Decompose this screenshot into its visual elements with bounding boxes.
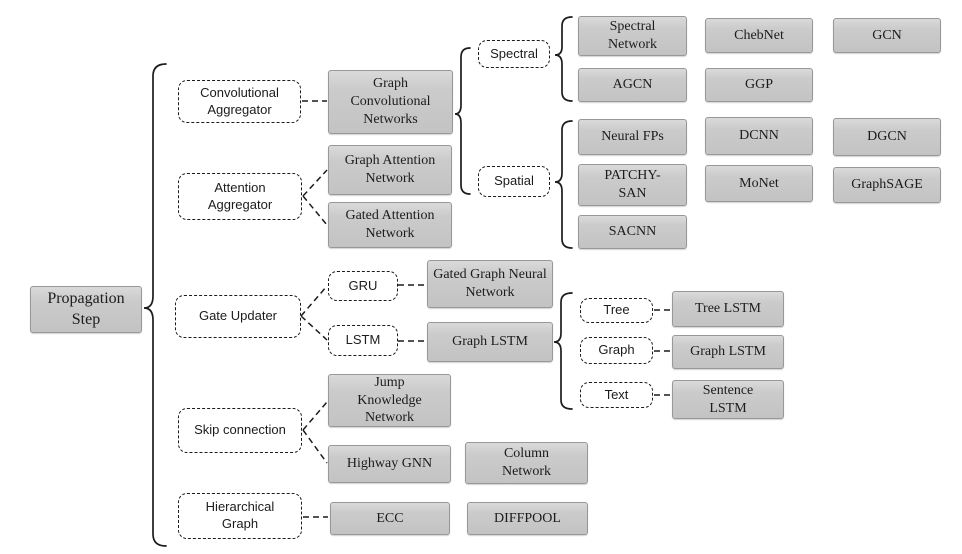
node-label: GraphSAGE [851, 177, 923, 193]
connector-gate-lstm [300, 315, 328, 341]
connector-attagg-gat [302, 169, 328, 197]
node-propagation-step: Propagation Step [30, 286, 142, 333]
node-label: AGCN [612, 77, 653, 93]
connector-gate-gru [300, 285, 328, 317]
model-dgcn: DGCN [833, 118, 941, 156]
category-tree: Tree [580, 298, 653, 323]
model-tree-lstm: Tree LSTM [672, 291, 784, 327]
node-label: Convolutional Aggregator [200, 84, 279, 117]
node-label: Gated Graph Neural Network [433, 267, 547, 300]
model-monet: MoNet [705, 165, 813, 202]
node-label: Tree [603, 302, 630, 318]
model-ggp: GGP [705, 68, 813, 102]
brace-propagation [143, 63, 167, 547]
node-label: Spectral Network [608, 19, 657, 52]
model-dcnn: DCNN [705, 117, 813, 155]
node-label: Highway GNN [346, 456, 433, 472]
model-gated-graph-neural-network: Gated Graph Neural Network [427, 260, 553, 308]
model-spectral-network: Spectral Network [578, 16, 687, 56]
node-label: DIFFPOOL [494, 510, 561, 526]
node-label: LSTM [345, 332, 381, 348]
category-spectral: Spectral [478, 40, 550, 68]
brace-spectral [554, 16, 573, 102]
node-label: Graph LSTM [690, 344, 766, 360]
brace-graph-lstm [553, 292, 573, 410]
brace-spatial [554, 120, 573, 249]
model-chebnet: ChebNet [705, 18, 813, 53]
model-agcn: AGCN [578, 68, 687, 102]
node-label: GRU [348, 277, 378, 293]
category-convolutional-aggregator: Convolutional Aggregator [178, 80, 301, 123]
model-gated-attention-network: Gated Attention Network [328, 202, 452, 248]
node-label: Neural FPs [601, 129, 664, 145]
model-graph-convolutional-networks: Graph Convolutional Networks [328, 70, 453, 134]
category-hierarchical-graph: Hierarchical Graph [178, 493, 302, 539]
connector-skip-highway [302, 429, 328, 464]
node-label: Gate Updater [198, 308, 278, 324]
node-label: Jump Knowledge Network [357, 374, 422, 426]
model-graph-attention-network: Graph Attention Network [328, 145, 452, 195]
node-label: Graph LSTM [452, 334, 528, 350]
model-highway-gnn: Highway GNN [328, 445, 451, 483]
node-label: Graph [598, 342, 635, 358]
category-spatial: Spatial [478, 166, 550, 197]
node-label: Propagation Step [47, 290, 125, 328]
node-label: Graph Attention Network [344, 153, 436, 186]
model-graph-lstm: Graph LSTM [427, 322, 553, 362]
category-attention-aggregator: Attention Aggregator [178, 173, 302, 220]
brace-gcn-family [454, 47, 471, 195]
node-label: Text [604, 386, 629, 402]
category-gru: GRU [328, 271, 398, 301]
model-column-network: Column Network [465, 442, 588, 484]
model-patchy-san: PATCHY-SAN [578, 164, 687, 206]
model-sentence-lstm: Sentence LSTM [672, 380, 784, 419]
node-label: Graph Convolutional Networks [350, 76, 431, 127]
node-label: Spectral [490, 45, 538, 61]
node-label: GCN [872, 27, 902, 43]
model-graph-lstm-variant: Graph LSTM [672, 335, 784, 369]
model-sacnn: SACNN [578, 215, 687, 249]
model-ecc: ECC [330, 502, 450, 535]
connector-skip-jkn [302, 401, 328, 431]
node-label: MoNet [739, 175, 779, 191]
model-graphsage: GraphSAGE [833, 167, 941, 203]
model-diffpool: DIFFPOOL [467, 502, 588, 535]
model-gcn: GCN [833, 18, 941, 53]
category-graph: Graph [580, 337, 653, 364]
node-label: Attention Aggregator [207, 179, 273, 212]
node-label: Tree LSTM [695, 301, 761, 317]
node-label: ChebNet [734, 27, 784, 43]
node-label: DGCN [867, 129, 907, 145]
category-text: Text [580, 382, 653, 408]
node-label: Sentence LSTM [702, 382, 754, 416]
node-label: Skip connection [194, 422, 286, 438]
node-label: Gated Attention Network [345, 208, 435, 241]
node-label: Hierarchical Graph [205, 499, 275, 531]
node-label: PATCHY-SAN [604, 168, 661, 201]
node-label: ECC [376, 510, 404, 526]
category-skip-connection: Skip connection [178, 408, 302, 453]
category-gate-updater: Gate Updater [175, 295, 301, 338]
model-neural-fps: Neural FPs [578, 119, 687, 155]
node-label: DCNN [739, 128, 779, 144]
node-label: GGP [744, 77, 773, 93]
category-lstm: LSTM [328, 325, 398, 356]
node-label: Spatial [494, 173, 534, 189]
node-label: SACNN [608, 224, 657, 240]
model-jump-knowledge-network: Jump Knowledge Network [328, 374, 451, 427]
connector-attagg-gaan [302, 195, 328, 226]
node-label: Column Network [502, 446, 551, 479]
